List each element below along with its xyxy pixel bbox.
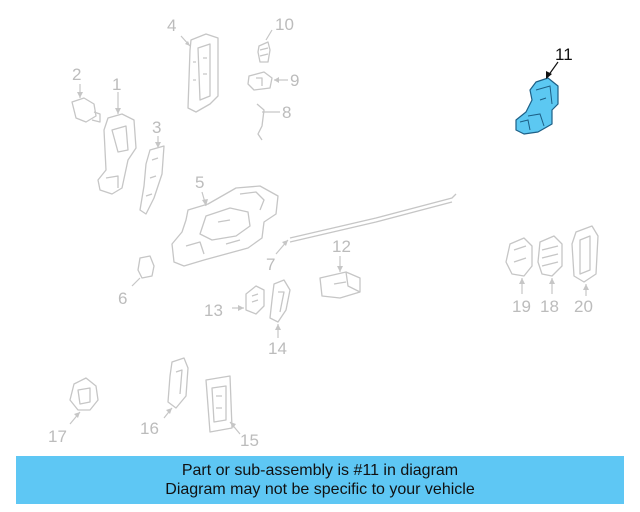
callout-11[interactable]: 11 [555, 45, 573, 64]
banner-line-2: Diagram may not be specific to your vehi… [165, 481, 475, 498]
part-9-clip [247, 71, 273, 91]
info-banner: Part or sub-assembly is #11 in diagram D… [16, 456, 624, 504]
callout-14[interactable]: 14 [268, 339, 287, 358]
callout-12[interactable]: 12 [332, 237, 351, 256]
callout-10[interactable]: 10 [275, 15, 294, 34]
leader-6 [131, 277, 141, 287]
callout-5[interactable]: 5 [195, 173, 204, 192]
part-8-rod [256, 103, 265, 141]
part-2-bolt [71, 97, 101, 123]
part-15-striker [205, 375, 233, 433]
part-6-clip [137, 255, 155, 279]
callout-8[interactable]: 8 [282, 103, 291, 122]
part-13-cover [245, 285, 265, 315]
part-14-lever [269, 279, 291, 323]
part-5-lock-assembly [171, 185, 279, 267]
callout-3[interactable]: 3 [152, 118, 161, 137]
callout-7[interactable]: 7 [266, 255, 275, 274]
part-17-clip [69, 377, 99, 411]
part-19-grommet [505, 237, 533, 277]
callout-1[interactable]: 1 [112, 75, 121, 94]
callout-13[interactable]: 13 [204, 301, 223, 320]
callout-20[interactable]: 20 [574, 297, 593, 316]
banner-line-1: Part or sub-assembly is #11 in diagram [181, 462, 459, 479]
callout-16[interactable]: 16 [140, 419, 159, 438]
callout-2[interactable]: 2 [72, 65, 81, 84]
part-7-rod [289, 193, 457, 243]
part-12-housing [319, 271, 361, 299]
callout-17[interactable]: 17 [48, 427, 67, 446]
part-1-latch [97, 113, 137, 195]
part-11-highlighted[interactable] [515, 77, 559, 135]
callout-18[interactable]: 18 [540, 297, 559, 316]
callout-19[interactable]: 19 [512, 297, 531, 316]
part-16-guide [167, 357, 189, 409]
callout-15[interactable]: 15 [240, 431, 259, 450]
part-20-pad [571, 225, 599, 283]
callout-6[interactable]: 6 [118, 289, 127, 308]
part-10-pin [257, 41, 271, 63]
callout-4[interactable]: 4 [167, 16, 176, 35]
part-18-bumper [537, 235, 563, 277]
leader-10 [265, 29, 273, 41]
part-4-bracket [187, 33, 219, 113]
part-3-plate [139, 145, 165, 215]
callout-9[interactable]: 9 [290, 71, 299, 90]
